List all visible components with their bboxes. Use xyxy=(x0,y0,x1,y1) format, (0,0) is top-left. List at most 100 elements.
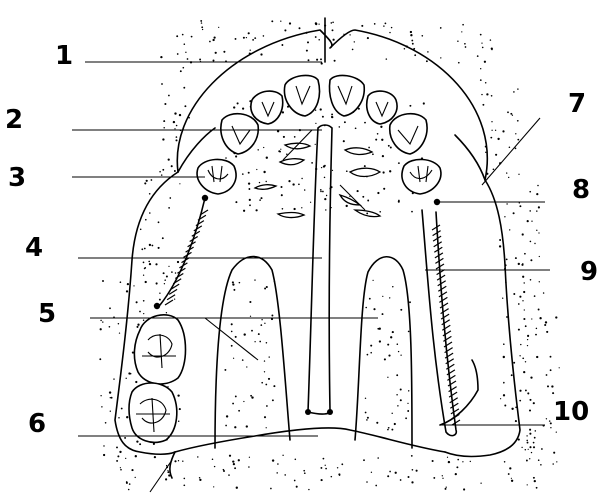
hatch-stroke xyxy=(450,403,458,408)
stipple-dot xyxy=(511,478,512,479)
stipple-dot xyxy=(515,133,516,134)
stipple-dot xyxy=(271,20,273,22)
stipple-dot xyxy=(400,399,402,401)
stipple-dot xyxy=(183,478,185,480)
stipple-dot xyxy=(273,385,275,387)
stipple-dot xyxy=(485,82,487,84)
stipple-dot xyxy=(184,105,186,107)
stipple-dot xyxy=(533,442,535,444)
stipple-dot xyxy=(226,415,228,417)
stipple-dot xyxy=(126,416,128,418)
label-1: 1 xyxy=(55,41,73,71)
stipple-dot xyxy=(259,341,261,343)
stipple-dot xyxy=(232,460,234,462)
stipple-dot xyxy=(293,208,295,210)
stipple-dot xyxy=(525,325,527,327)
stipple-dot xyxy=(176,35,178,37)
stipple-dot xyxy=(238,410,240,412)
stipple-dot xyxy=(526,460,528,462)
stipple-dot xyxy=(251,396,253,398)
stipple-dot xyxy=(367,354,369,356)
stipple-dot xyxy=(508,473,510,475)
stipple-dot xyxy=(277,463,279,465)
stipple-dot xyxy=(363,459,365,461)
stipple-dot xyxy=(528,449,529,450)
stipple-dot xyxy=(252,39,254,41)
label-7: 7 xyxy=(568,89,586,119)
stipple-dot xyxy=(143,320,144,321)
stipple-dot xyxy=(523,371,525,373)
stipple-dot xyxy=(481,42,482,43)
stipple-dot xyxy=(143,275,144,276)
stipple-dot xyxy=(148,261,150,263)
stipple-dot xyxy=(559,367,560,368)
stipple-dot xyxy=(149,244,151,246)
stipple-dot xyxy=(161,83,163,85)
stipple-dot xyxy=(411,40,413,42)
stipple-dot xyxy=(209,41,211,43)
stipple-dot xyxy=(119,332,120,333)
stipple-dot xyxy=(310,202,311,203)
stipple-dot xyxy=(388,427,390,429)
stipple-dot xyxy=(480,483,481,484)
label-6: 6 xyxy=(28,409,46,439)
stipple-dot xyxy=(495,130,496,131)
stipple-dot xyxy=(493,168,495,170)
stipple-dot xyxy=(533,446,535,448)
stipple-dot xyxy=(149,193,151,195)
stipple-dot xyxy=(269,356,270,357)
stipple-dot xyxy=(102,280,104,282)
stipple-dot xyxy=(511,408,513,410)
stipple-dot xyxy=(355,127,357,129)
stipple-dot xyxy=(500,398,501,399)
stipple-dot xyxy=(278,150,280,152)
stipple-dot xyxy=(513,293,515,295)
stipple-dot xyxy=(333,39,335,41)
stipple-dot xyxy=(180,70,182,72)
stipple-dot xyxy=(385,23,387,25)
stipple-dot xyxy=(538,459,540,461)
stipple-dot xyxy=(530,376,532,378)
stipple-dot xyxy=(540,464,542,466)
stipple-dot xyxy=(125,378,126,379)
stipple-dot xyxy=(530,279,532,281)
stipple-dot xyxy=(551,385,553,387)
stipple-dot xyxy=(416,470,418,472)
stipple-dot xyxy=(126,482,128,484)
stipple-dot xyxy=(263,171,265,173)
stipple-dot xyxy=(370,345,372,347)
stipple-dot xyxy=(375,485,377,487)
stipple-dot xyxy=(232,283,234,285)
stipple-dot xyxy=(320,108,322,110)
stipple-dot xyxy=(168,95,170,97)
stipple-dot xyxy=(281,44,283,46)
label-10: 10 xyxy=(553,397,589,427)
stipple-dot xyxy=(264,360,265,361)
stipple-dot xyxy=(231,323,233,325)
stipple-dot xyxy=(159,292,160,293)
stipple-dot xyxy=(391,27,392,28)
stipple-dot xyxy=(238,459,240,461)
stipple-dot xyxy=(174,170,176,172)
stipple-dot xyxy=(400,479,402,481)
incisor-right-lateral xyxy=(367,91,397,124)
stipple-dot xyxy=(490,137,492,139)
stipple-dot xyxy=(504,216,505,217)
stipple-dot xyxy=(411,481,413,483)
stipple-dot xyxy=(423,102,425,104)
stipple-dot xyxy=(271,315,273,317)
label-8: 8 xyxy=(572,175,590,205)
stipple-dot xyxy=(533,402,535,404)
stipple-dot xyxy=(321,62,323,64)
stipple-dot xyxy=(398,162,400,164)
stipple-dot xyxy=(264,288,266,290)
stipple-dot xyxy=(383,188,385,190)
stipple-dot xyxy=(154,456,156,458)
stipple-dot xyxy=(260,324,262,326)
stipple-dot xyxy=(244,333,246,335)
stipple-dot xyxy=(400,309,402,311)
stipple-dot xyxy=(202,29,203,30)
stipple-dot xyxy=(536,487,538,489)
stipple-dot xyxy=(546,374,548,376)
stipple-dot xyxy=(346,205,348,207)
